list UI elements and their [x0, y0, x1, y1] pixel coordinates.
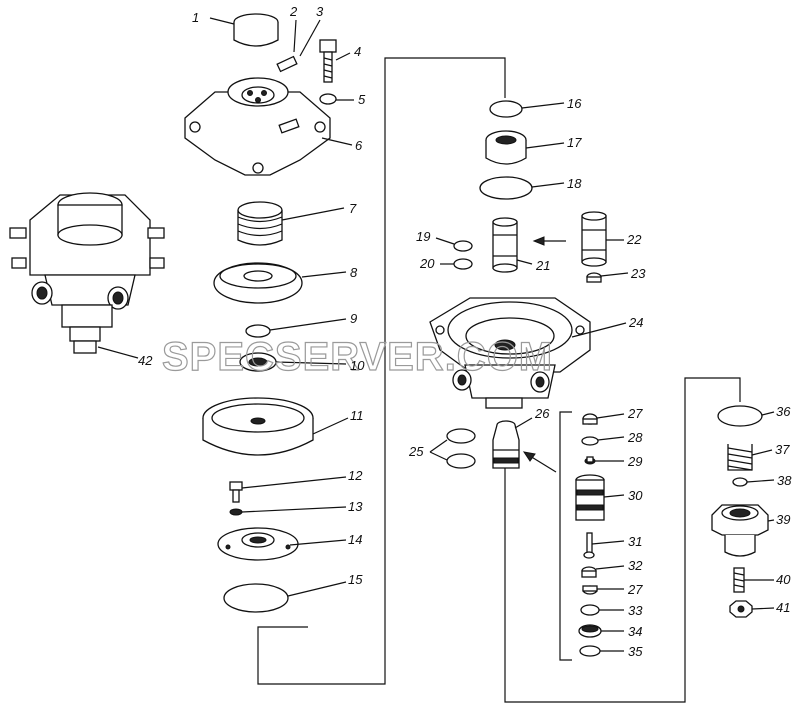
part-27-nut-b — [582, 585, 598, 595]
callout-19: 19 — [416, 229, 430, 244]
callout-38: 38 — [777, 473, 792, 488]
callout-22: 22 — [626, 232, 642, 247]
callout-33: 33 — [628, 603, 643, 618]
callout-7: 7 — [349, 201, 357, 216]
callout-37: 37 — [775, 442, 790, 457]
callout-11: 11 — [350, 408, 364, 423]
callout-21: 21 — [535, 258, 550, 273]
part-38-washer — [732, 477, 748, 487]
part-8-diaphragm — [213, 262, 303, 304]
callout-39: 39 — [776, 512, 790, 527]
part-9-ring — [245, 324, 271, 338]
callout-1: 1 — [192, 10, 199, 25]
valve-group-bracket — [559, 411, 572, 661]
callout-25: 25 — [408, 444, 424, 459]
callout-32: 32 — [628, 558, 643, 573]
callout-12: 12 — [348, 468, 363, 483]
part-25-ring-a — [446, 428, 476, 444]
part-27-nut-a — [582, 413, 598, 425]
callout-3: 3 — [316, 4, 324, 19]
callout-42: 42 — [138, 353, 153, 368]
callout-17: 17 — [567, 135, 582, 150]
group-connector-right — [504, 377, 741, 703]
part-11-piston — [202, 397, 314, 456]
callout-27b: 27 — [627, 582, 643, 597]
callout-5: 5 — [358, 92, 366, 107]
part-18-o-ring — [479, 176, 533, 200]
callout-29: 29 — [627, 454, 642, 469]
part-34-seal — [578, 624, 602, 638]
callout-9: 9 — [350, 311, 357, 326]
callout-24: 24 — [628, 315, 643, 330]
part-36-o-ring — [717, 405, 763, 427]
callout-4: 4 — [354, 44, 361, 59]
group-connector-center — [257, 57, 506, 685]
callout-26: 26 — [534, 406, 550, 421]
part-37-spring — [727, 444, 753, 471]
part-31-pin — [583, 532, 595, 559]
callout-15: 15 — [348, 572, 363, 587]
callout-labels: 1 2 3 4 5 6 7 8 9 10 11 12 13 14 15 16 1… — [138, 4, 792, 659]
callout-10: 10 — [350, 358, 365, 373]
part-26-valve — [492, 420, 520, 469]
callout-2: 2 — [289, 4, 298, 19]
callout-6: 6 — [355, 138, 363, 153]
part-14-plate — [217, 527, 299, 561]
part-33-ring — [580, 604, 600, 616]
callout-18: 18 — [567, 176, 582, 191]
part-24-body — [429, 297, 591, 409]
callout-36: 36 — [776, 404, 791, 419]
part-32-cap — [581, 566, 597, 578]
callout-8: 8 — [350, 265, 358, 280]
part-6-cover — [184, 77, 331, 176]
part-40-screw — [733, 567, 745, 593]
callout-28: 28 — [627, 430, 643, 445]
assembled-valve — [9, 192, 165, 354]
part-21-plunger — [492, 217, 518, 273]
part-41-nut — [729, 600, 753, 618]
part-20-washer — [453, 258, 473, 270]
part-12-screw — [229, 481, 243, 503]
arrow-22-to-21 — [532, 236, 566, 246]
part-23-cap — [586, 272, 602, 283]
callout-20: 20 — [419, 256, 435, 271]
part-30-insert — [575, 474, 605, 521]
part-16-ring — [489, 100, 523, 118]
callout-27a: 27 — [627, 406, 643, 421]
part-2-3-plate — [276, 55, 298, 73]
watermark-text: SPECSERVER.COM — [162, 335, 553, 379]
callout-40: 40 — [776, 572, 791, 587]
part-25-ring-b — [446, 453, 476, 469]
part-13-washer — [229, 508, 243, 516]
callout-23: 23 — [630, 266, 646, 281]
part-19-washer — [453, 240, 473, 252]
part-17-cup — [485, 130, 527, 165]
callout-16: 16 — [567, 96, 582, 111]
callout-35: 35 — [628, 644, 643, 659]
part-7-spring — [237, 201, 283, 246]
part-28-washer — [581, 436, 599, 446]
part-22-plunger — [581, 211, 607, 267]
part-4-bolt — [319, 39, 337, 83]
callout-41: 41 — [776, 600, 790, 615]
callout-13: 13 — [348, 499, 363, 514]
callout-34: 34 — [628, 624, 642, 639]
callout-14: 14 — [348, 532, 362, 547]
arrow-group-to-26 — [522, 451, 557, 473]
part-29-pin — [584, 456, 596, 465]
callout-30: 30 — [628, 488, 643, 503]
part-15-o-ring — [223, 583, 289, 613]
part-1-cap — [233, 13, 279, 47]
part-35-washer — [579, 645, 601, 657]
part-5-washer — [319, 93, 337, 105]
callout-31: 31 — [628, 534, 642, 549]
part-39-fitting — [711, 504, 769, 557]
part-10-seal — [239, 352, 277, 372]
